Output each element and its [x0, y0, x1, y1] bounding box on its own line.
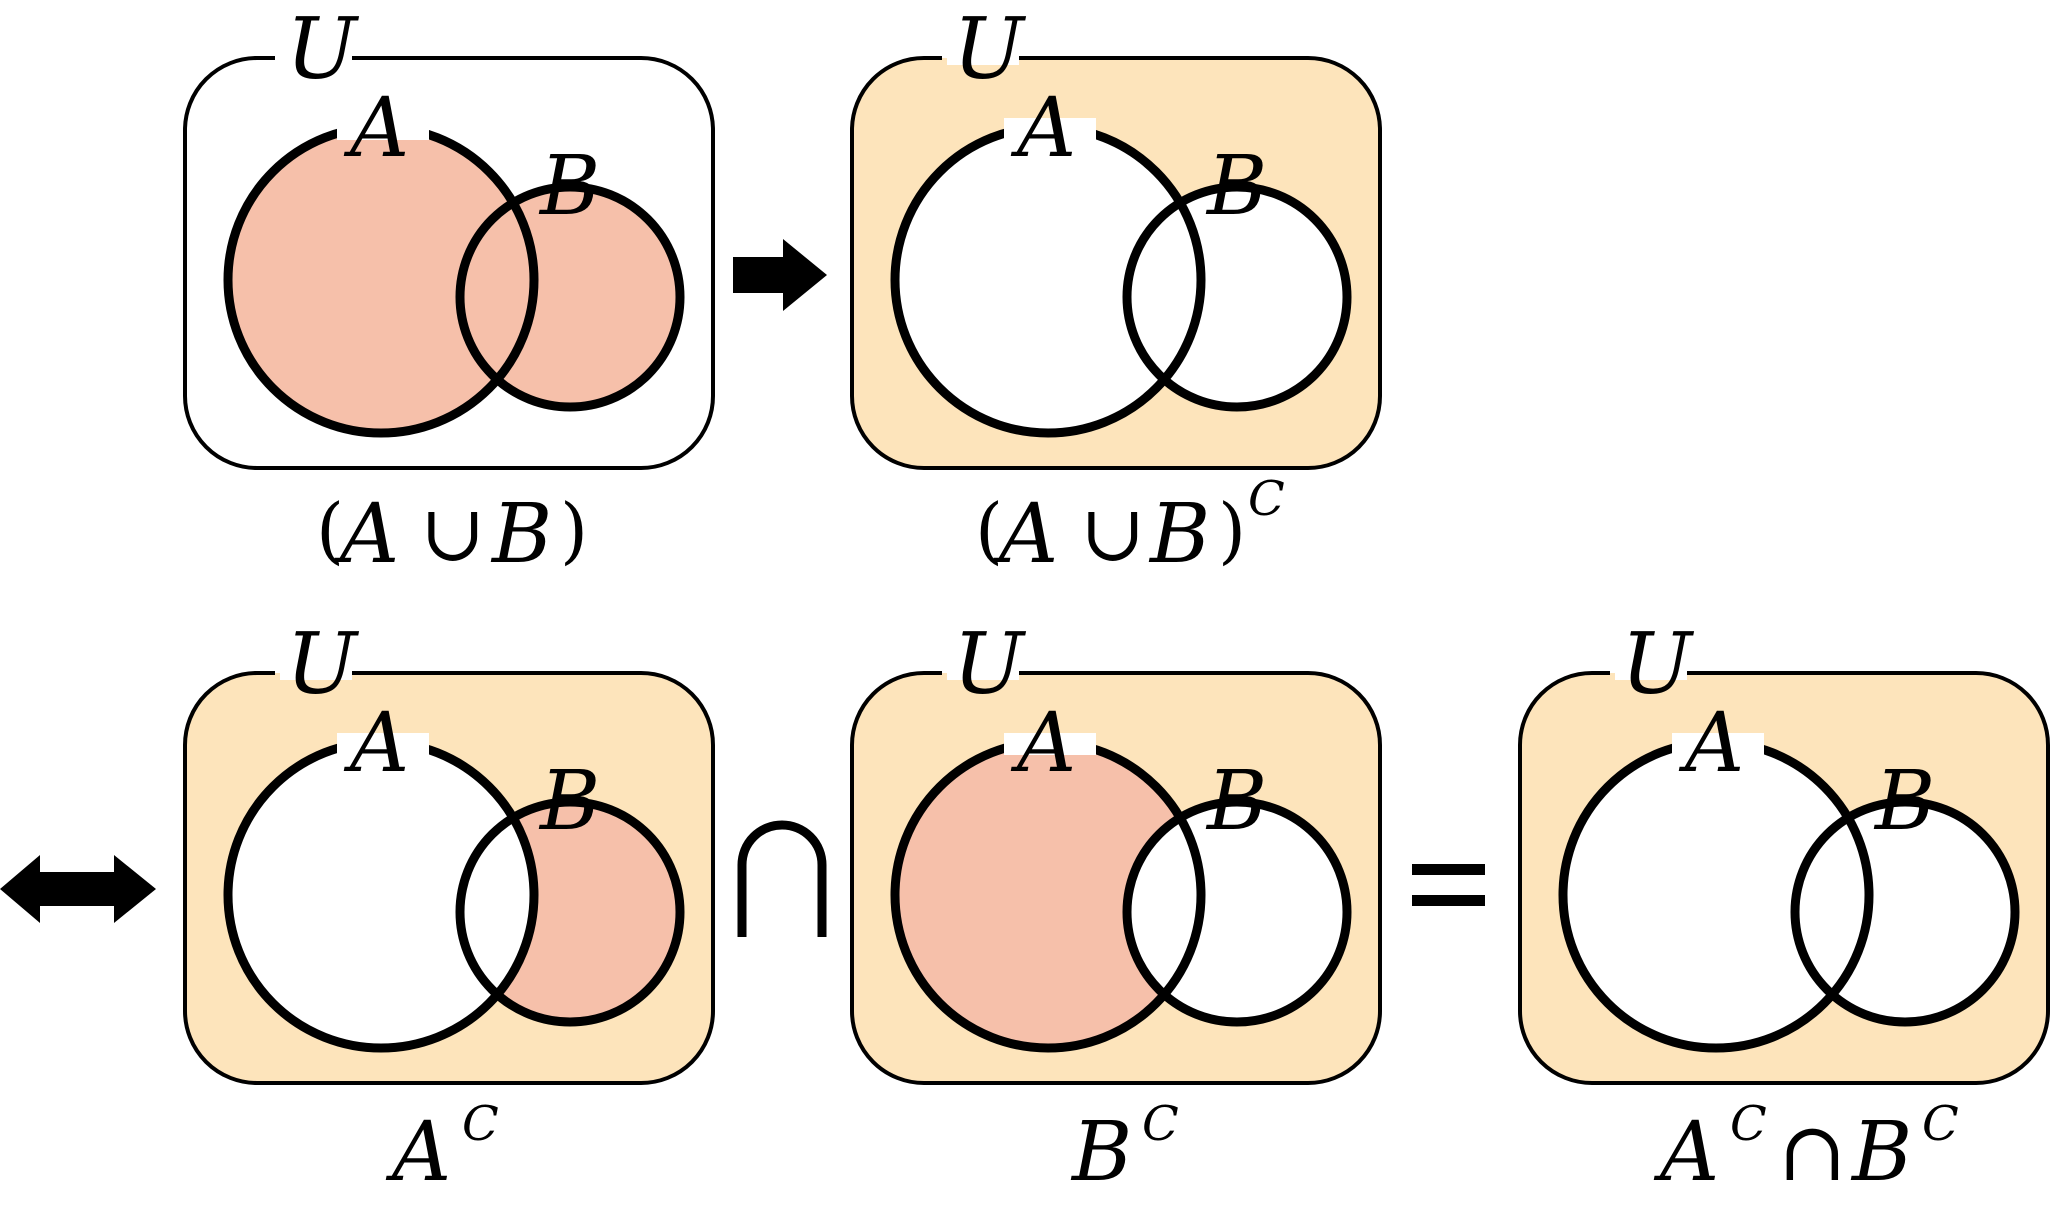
universe-label-gap — [947, 51, 1019, 65]
caption-union: ( A ∪ B ) — [316, 487, 588, 582]
equals-operator — [1412, 864, 1485, 906]
caption-union-symbol: ∪ — [420, 489, 485, 579]
right-arrow-icon — [733, 239, 827, 311]
caption-paren-close: ) — [1218, 488, 1246, 572]
universe-border — [183, 56, 715, 470]
universe-label-gap — [947, 666, 1019, 680]
set-b-label: B — [1205, 754, 1267, 849]
universe-border — [850, 671, 1382, 1085]
venn-panel-union: UA B — [183, 0, 715, 470]
caption-intersection-of-complements: A C ∩ B C — [1653, 1096, 1959, 1200]
caption-set-b: B — [490, 487, 552, 582]
set-a-label-gap — [1004, 118, 1096, 140]
caption-a-complement: A C — [385, 1096, 499, 1200]
set-a-label: A — [1010, 81, 1076, 176]
caption-intersect-symbol: ∩ — [1778, 1105, 1847, 1200]
set-a-label-gap — [337, 733, 429, 755]
set-a-label: A — [1678, 696, 1744, 791]
universe-border — [1518, 671, 2050, 1085]
universe-label: U — [286, 615, 360, 713]
set-b-label: B — [538, 754, 600, 849]
caption-complement-sup: C — [1730, 1096, 1767, 1152]
caption-paren-close: ) — [560, 488, 588, 572]
universe-label: U — [286, 0, 360, 98]
set-a-label: A — [1010, 696, 1076, 791]
venn-panel-union-complement: UA B — [850, 0, 1382, 470]
caption-paren-open: ( — [975, 488, 1003, 572]
caption-complement-sup: C — [1142, 1096, 1179, 1152]
set-b-outline — [1122, 797, 1352, 1027]
set-b-outline — [455, 797, 685, 1027]
set-a-label-gap — [1672, 733, 1764, 755]
universe-label: U — [953, 0, 1027, 98]
set-a-region — [895, 742, 1201, 1048]
set-a-label: A — [343, 81, 409, 176]
set-b-label: B — [1205, 139, 1267, 234]
universe-label: U — [1621, 615, 1695, 713]
caption-complement-sup: C — [1248, 471, 1285, 527]
venn-panel-intersection-of-complements: UA B — [1518, 615, 2050, 1085]
universe-label-gap — [280, 666, 352, 680]
caption-set-a: A — [385, 1105, 451, 1200]
set-a-label: A — [343, 696, 409, 791]
caption-set-b: B — [1148, 487, 1210, 582]
universe-label-gap — [1615, 666, 1687, 680]
set-b-outline — [1122, 182, 1352, 412]
set-b-label: B — [538, 139, 600, 234]
caption-b-complement: B C — [1070, 1096, 1179, 1200]
set-a-label-gap — [1004, 733, 1096, 755]
set-a-label-gap — [337, 118, 429, 140]
set-a-region — [228, 127, 534, 433]
caption-union-complement: ( A ∪ B ) C — [975, 471, 1285, 582]
set-b-outline — [455, 182, 685, 412]
caption-complement-sup: C — [462, 1096, 499, 1152]
double-arrow-icon — [0, 855, 156, 923]
intersect-operator — [737, 820, 827, 937]
set-b-label: B — [1873, 754, 1935, 849]
venn-panel-a-complement: UA B — [183, 615, 715, 1085]
caption-complement-sup: C — [1922, 1096, 1959, 1152]
set-b-outline — [1790, 797, 2020, 1027]
universe-border — [850, 56, 1382, 470]
universe-label-gap — [280, 51, 352, 65]
caption-set-a: A — [1653, 1105, 1719, 1200]
set-a-region — [1563, 742, 1869, 1048]
set-a-region — [895, 127, 1201, 433]
caption-set-a: A — [333, 487, 399, 582]
caption-union-symbol: ∪ — [1080, 489, 1145, 579]
universe-border — [183, 671, 715, 1085]
universe-label: U — [953, 615, 1027, 713]
caption-set-a: A — [992, 487, 1058, 582]
set-a-region — [228, 742, 534, 1048]
caption-paren-open: ( — [316, 488, 344, 572]
venn-panel-b-complement: UA B — [850, 615, 1382, 1085]
caption-set-b: B — [1850, 1105, 1912, 1200]
caption-set-b: B — [1070, 1105, 1132, 1200]
